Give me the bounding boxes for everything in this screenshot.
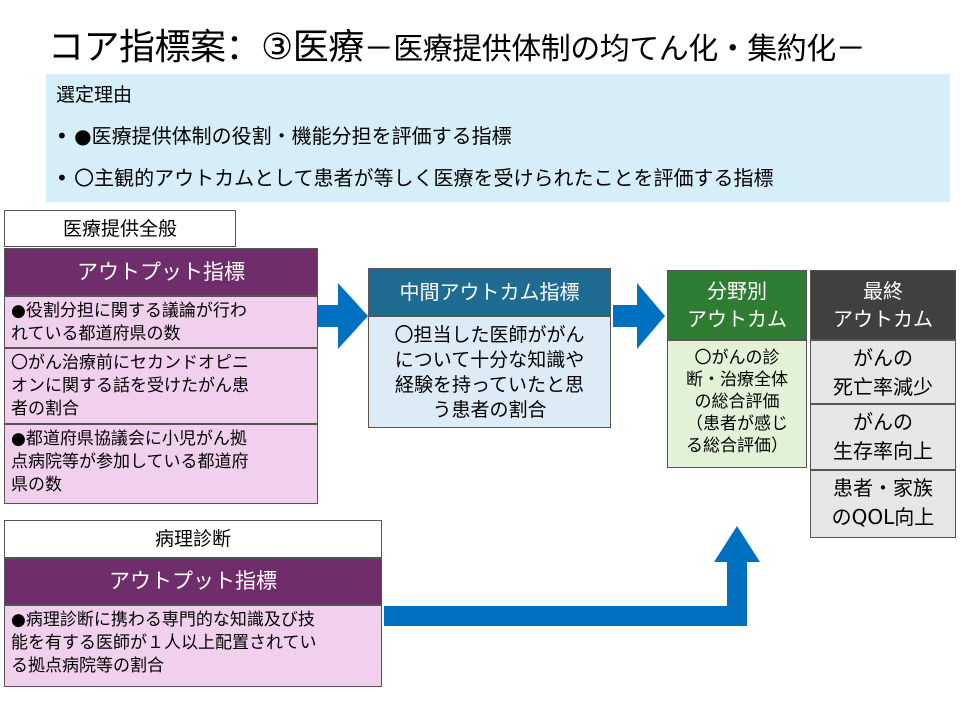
title-main: コア指標案：③医療 bbox=[48, 27, 364, 68]
intermediate-outcome-body: 〇担当した医師ががん について十分な知識や 経験を持っていたと思 う患者の割合 bbox=[368, 316, 611, 428]
output-indicator-header: アウトプット指標 bbox=[4, 248, 318, 296]
arrow-up-icon bbox=[714, 526, 760, 562]
final-outcome-item: 患者・家族 のQOL向上 bbox=[810, 470, 956, 538]
field-outcome-header: 分野別 アウトカム bbox=[667, 270, 807, 340]
page-title: コア指標案：③医療－医療提供体制の均てん化・集約化－ bbox=[48, 22, 866, 76]
selection-reason-box: 選定理由 • ●医療提供体制の役割・機能分担を評価する指標 • 〇主観的アウトカ… bbox=[46, 74, 950, 202]
title-sub: －医療提供体制の均てん化・集約化－ bbox=[363, 32, 866, 67]
arrow-right-icon bbox=[613, 283, 665, 349]
arrow-right-icon bbox=[318, 283, 368, 349]
reason-heading: 選定理由 bbox=[56, 84, 133, 106]
intermediate-outcome-header: 中間アウトカム指標 bbox=[368, 268, 611, 316]
section-label-general: 医療提供全般 bbox=[4, 210, 236, 247]
reason-bullet: • 〇主観的アウトカムとして患者が等しく医療を受けられたことを評価する指標 bbox=[56, 166, 774, 190]
final-outcome-item: がんの 死亡率減少 bbox=[810, 340, 956, 404]
indicator-item: 〇がん治療前にセカンドオピニ オンに関する話を受けたがん患 者の割合 bbox=[4, 348, 318, 424]
field-outcome-body: 〇がんの診 断・治療全体 の総合評価 （患者が感じ る総合評価） bbox=[667, 340, 807, 468]
indicator-item: ●病理診断に携わる専門的な知識及び技 能を有する医師が１人以上配置されてい る拠… bbox=[4, 605, 382, 687]
reason-bullet: • ●医療提供体制の役割・機能分担を評価する指標 bbox=[56, 124, 512, 148]
arrow-up-connector-icon bbox=[384, 560, 747, 626]
final-outcome-header: 最終 アウトカム bbox=[810, 270, 956, 340]
output-indicator-header: アウトプット指標 bbox=[4, 558, 382, 605]
section-label-pathology: 病理診断 bbox=[4, 520, 382, 558]
indicator-item: ●役割分担に関する議論が行わ れている都道府県の数 bbox=[4, 296, 318, 348]
indicator-item: ●都道府県協議会に小児がん拠 点病院等が参加している都道府 県の数 bbox=[4, 424, 318, 504]
final-outcome-item: がんの 生存率向上 bbox=[810, 404, 956, 470]
